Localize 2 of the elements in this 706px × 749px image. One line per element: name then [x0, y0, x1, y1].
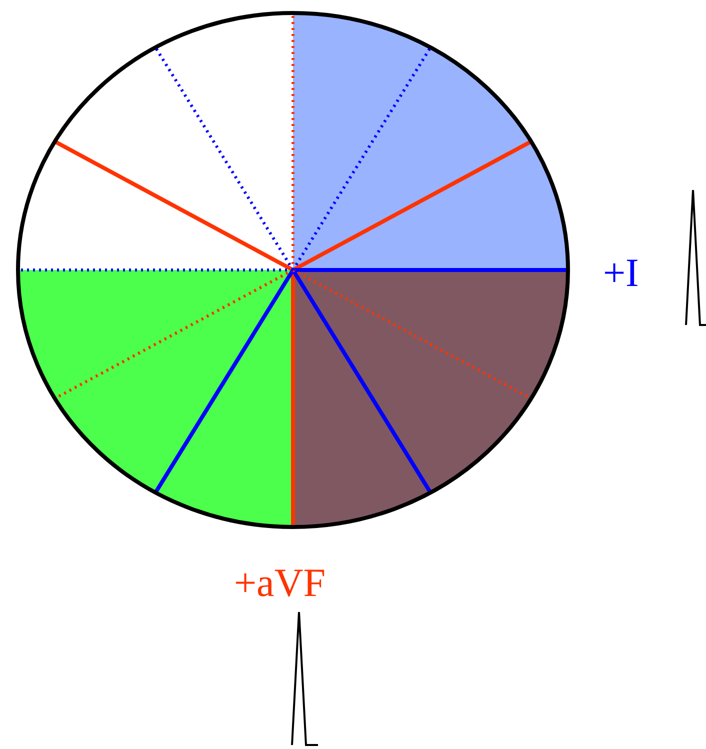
lead-label: +aVF: [234, 563, 326, 603]
lead-label: +I: [603, 253, 639, 293]
